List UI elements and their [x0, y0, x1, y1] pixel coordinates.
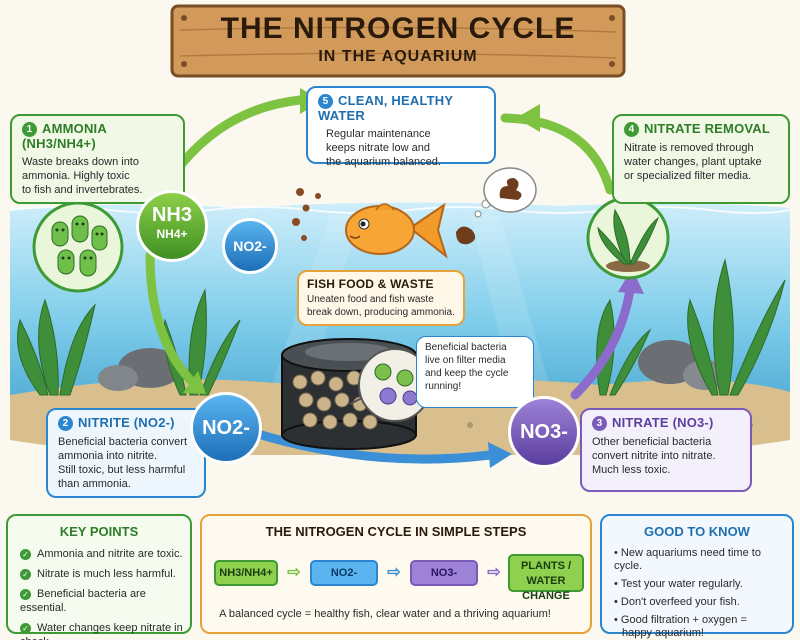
card-text-line: the aquarium balanced. [326, 156, 441, 168]
good-to-know-panel: GOOD TO KNOW • New aquariums need time t… [600, 514, 794, 639]
food-pellets-illustration [292, 188, 321, 241]
card-title: AMMONIA (NH3/NH4+) [22, 121, 107, 151]
filter-note-line: Beneficial bacteria [425, 342, 507, 353]
ammonia-bacteria-illustration [32, 201, 124, 293]
card-text-line: Nitrate is removed through [624, 142, 754, 154]
good-to-know-item: • Don't overfeed your fish. [614, 596, 740, 608]
card-text-line: Beneficial bacteria convert [58, 436, 188, 448]
card-filter-note: Beneficial bacteria live on filter media… [416, 336, 534, 408]
card-text-line: keeps nitrate low and [326, 142, 430, 154]
card-text-line: Waste breaks down into [22, 156, 139, 168]
step-box-nitrite: NO2- [310, 560, 378, 586]
good-to-know-item: happy aquarium! [622, 627, 704, 639]
card-text-line: ammonia into nitrite. [58, 450, 158, 462]
card-text-line: Other beneficial bacteria [592, 436, 712, 448]
title-sign [170, 4, 626, 78]
card-title: NITRITE (NO2-) [78, 415, 175, 430]
good-to-know-title: GOOD TO KNOW [644, 524, 750, 539]
key-points-panel: KEY POINTS ✓Ammonia and nitrite are toxi… [6, 514, 192, 640]
card-nitrate-removal: 4 NITRATE REMOVAL Nitrate is removed thro… [612, 114, 790, 204]
nh4-label: NH4+ [156, 227, 188, 241]
simple-steps-title: THE NITROGEN CYCLE IN SIMPLE STEPS [265, 524, 527, 539]
card-text-line: to fish and invertebrates. [22, 184, 143, 196]
arrow-right-icon: ⇨ [287, 564, 301, 581]
step-box-nitrate: NO3- [410, 560, 478, 586]
card-text-line: Still toxic, but less harmful [58, 464, 186, 476]
step-number-badge: 5 [318, 94, 333, 109]
card-text-line: ammonia. Highly toxic [22, 170, 130, 182]
card-fish-food: FISH FOOD & WASTE Uneaten food and fish … [297, 270, 465, 326]
card-text-line: water changes, plant uptake [624, 156, 762, 168]
nitrite-badge: NO2- [190, 392, 262, 464]
card-text-line: Much less toxic. [592, 464, 671, 476]
card-text-line: Regular maintenance [326, 128, 431, 140]
title-sub: IN THE AQUARIUM [318, 48, 478, 65]
card-title: CLEAN, HEALTHY WATER [318, 93, 453, 123]
card-text-line: break down, producing ammonia. [307, 307, 455, 318]
nitrate-badge: NO3- [508, 396, 580, 468]
step-box-ammonia: NH3/NH4+ [214, 560, 278, 586]
ammonia-badge: NH3 NH4+ [136, 190, 208, 262]
step-number-badge: 3 [592, 416, 607, 431]
nitrite-badge-small: NO2- [222, 218, 278, 274]
page-title: THE NITROGEN CYCLE IN THE AQUARIUM [172, 12, 624, 68]
step-box-plants-line: WATER CHANGE [522, 575, 570, 602]
good-to-know-item: • Good filtration + oxygen = [614, 614, 747, 626]
card-nitrate: 3 NITRATE (NO3-) Other beneficial bacteri… [580, 408, 752, 492]
nh3-label: NH3 [151, 204, 192, 226]
step-number-badge: 1 [22, 122, 37, 137]
step-box-plants: PLANTS / WATER CHANGE [508, 554, 584, 602]
simple-steps-panel: THE NITROGEN CYCLE IN SIMPLE STEPS NH3/N… [200, 514, 592, 634]
key-point-item: ✓Beneficial bacteria are essential. [20, 588, 146, 614]
card-text-line: convert nitrite into nitrate. [592, 450, 716, 462]
no3-label: NO3- [520, 421, 568, 443]
check-icon: ✓ [20, 623, 31, 634]
key-point-item: ✓Ammonia and nitrite are toxic. [20, 547, 190, 561]
title-main: THE NITROGEN CYCLE [220, 12, 576, 45]
simple-steps-footer: A balanced cycle = healthy fish, clear w… [219, 608, 551, 620]
check-icon: ✓ [20, 589, 31, 600]
fish-illustration [345, 202, 448, 259]
key-points-title: KEY POINTS [59, 524, 139, 539]
filter-note-line: running! [425, 381, 462, 392]
card-text-line: or specialized filter media. [624, 170, 752, 182]
check-icon: ✓ [20, 569, 31, 580]
no2-label: NO2- [202, 417, 250, 439]
key-point-item: ✓Nitrate is much less harmful. [20, 567, 190, 581]
card-text-line: than ammonia. [58, 478, 131, 490]
arrow-right-icon: ⇨ [487, 564, 501, 581]
card-text-line: Uneaten food and fish waste [307, 294, 434, 305]
no2-small-label: NO2- [233, 238, 267, 254]
fish-waste-illustration [456, 167, 537, 245]
plant-uptake-illustration [586, 196, 670, 280]
good-to-know-item: • New aquariums need time to cycle. [614, 547, 761, 572]
good-to-know-item: • Test your water regularly. [614, 578, 743, 590]
card-title: NITRATE (NO3-) [612, 415, 714, 430]
arrow-right-icon: ⇨ [387, 564, 401, 581]
card-title: NITRATE REMOVAL [644, 121, 771, 136]
check-icon: ✓ [20, 549, 31, 560]
step-box-plants-line: PLANTS / [520, 560, 572, 572]
filter-note-line: live on filter media [425, 355, 506, 366]
filter-note-line: and keep the cycle [425, 368, 509, 379]
step-number-badge: 2 [58, 416, 73, 431]
card-title: FISH FOOD & WASTE [307, 277, 434, 291]
key-point-item: ✓Water changes keep nitrate in check. [20, 621, 190, 640]
card-nitrite: 2 NITRITE (NO2-) Beneficial bacteria conv… [46, 408, 206, 498]
filter-illustration [281, 338, 432, 450]
step-number-badge: 4 [624, 122, 639, 137]
